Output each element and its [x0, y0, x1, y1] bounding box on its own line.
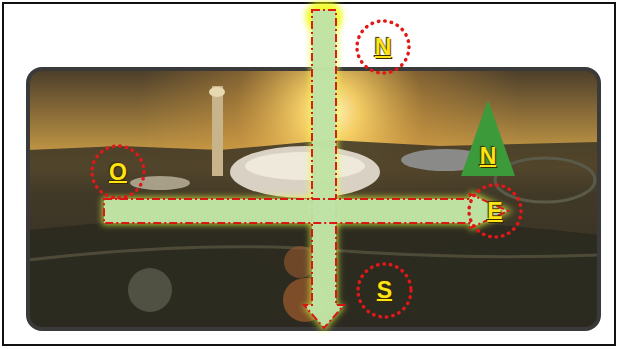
compass-letter: S: [377, 279, 392, 302]
outer-frame: [3, 3, 615, 345]
stadium-roof: [245, 152, 365, 180]
tower: [212, 86, 223, 176]
west-east-arrow: [104, 194, 508, 228]
compass-point-circle: N: [355, 19, 411, 75]
north-south-arrow: [304, 10, 344, 328]
compass-point-circle: S: [356, 262, 413, 319]
north-triangle: N: [461, 100, 515, 176]
triangle-fill: [461, 100, 515, 176]
dotted-circle: [469, 185, 521, 237]
arrow-glow: [102, 191, 513, 231]
compass-arrows: [102, 2, 513, 332]
roundabout: [128, 268, 172, 312]
dotted-circle: [92, 146, 144, 198]
compass-point-circle: E: [467, 183, 523, 239]
compass-letter: E: [487, 200, 502, 223]
compass-letter: N: [480, 145, 497, 168]
dotted-circle: [358, 264, 411, 317]
compass-letter: O: [109, 161, 127, 184]
stadium-dome: [230, 146, 380, 198]
tower-top: [209, 87, 225, 97]
compass-letter: N: [375, 36, 392, 59]
building: [130, 176, 190, 190]
dotted-circle: [357, 21, 409, 73]
arrow-glow: [302, 8, 346, 332]
compass-point-circle: O: [90, 144, 146, 200]
